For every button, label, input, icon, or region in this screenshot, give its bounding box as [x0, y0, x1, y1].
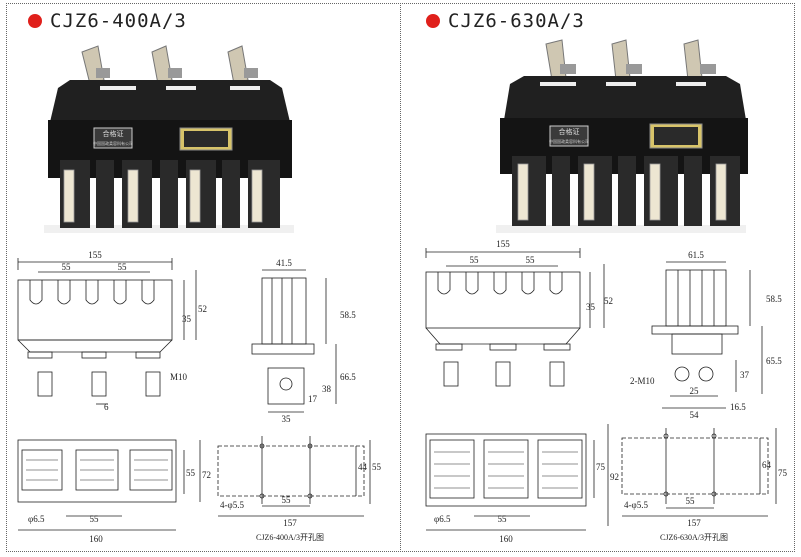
certificate-plate-label: 合格证 [103, 129, 124, 138]
dim-side-h: 58.5 [766, 294, 782, 304]
dim-mount-h2: 55 [372, 462, 382, 472]
dim-bottom-hole: φ6.5 [28, 514, 45, 524]
dim-side-b: 66.5 [340, 372, 356, 382]
dim-mount-h2: 75 [778, 468, 788, 478]
product-drawing-400a: 合格证 中国国政柔容科有公司 [17, 45, 382, 544]
dim-side-b: 65.5 [766, 356, 782, 366]
dim-mount-55: 55 [686, 496, 696, 506]
dim-m10: 2-M10 [630, 376, 655, 386]
dim-52: 52 [198, 304, 207, 314]
dim-pitch-b: 55 [526, 255, 536, 265]
dim-mount-h1: 64 [762, 460, 772, 470]
front-elevation-dims: 155 55 55 35 52 M10 6 [62, 250, 208, 412]
drawing-caption: CJZ6-630A/3开孔图 [660, 533, 728, 542]
dim-mount-holes: 4-φ5.5 [624, 500, 648, 510]
drawing-caption: CJZ6-400A/3开孔图 [256, 533, 324, 542]
side-view-dims: 61.5 58.5 65.5 2-M10 37 25 54 16.5 [630, 250, 782, 420]
side-view-drawing [651, 261, 763, 409]
bottom-view-dims: φ6.5 55 160 55 72 [28, 468, 211, 544]
bottom-view-drawing [425, 424, 609, 531]
dim-side-base: 35 [282, 414, 292, 424]
dim-overall-width: 155 [496, 239, 510, 249]
side-view-drawing [251, 269, 337, 413]
bottom-view-drawing [17, 439, 201, 531]
product-photo: 合格证 中国国政柔容科有公司 [496, 39, 748, 233]
dim-35: 35 [182, 314, 192, 324]
dim-bottom-55: 55 [90, 514, 100, 524]
product-panel-400a: CJZ6-400A/3 合格证 [0, 0, 400, 557]
dim-54: 54 [690, 410, 700, 420]
bottom-view-dims: φ6.5 55 160 75 92 [434, 462, 619, 544]
dim-pitch-a: 55 [470, 255, 480, 265]
side-view-dims: 41.5 58.5 66.5 38 17 35 [276, 258, 356, 424]
dim-38: 38 [322, 384, 332, 394]
certificate-plate-label: 合格证 [559, 127, 580, 136]
dim-mount-157: 157 [283, 518, 297, 528]
dim-side-top: 41.5 [276, 258, 292, 268]
mounting-view-drawing [621, 428, 777, 517]
product-title-text: CJZ6-630A/3 [448, 10, 585, 32]
certificate-plate-sub: 中国国政柔容科有公司 [549, 138, 589, 144]
dim-52: 52 [604, 296, 613, 306]
dim-bottom-h1: 75 [596, 462, 606, 472]
dim-16: 16.5 [730, 402, 746, 412]
product-title-text: CJZ6-400A/3 [50, 10, 187, 32]
front-elevation-drawing [425, 248, 605, 387]
product-title: CJZ6-630A/3 [426, 10, 585, 32]
dim-bottom-h2: 72 [202, 470, 211, 480]
mounting-view-dims: 4-φ5.5 55 157 64 75 CJZ6-630A/3开孔图 [624, 460, 788, 542]
red-bullet-icon [28, 14, 42, 28]
product-panel-630a: CJZ6-630A/3 合格证 中国国政柔容科有公司 [400, 0, 800, 557]
dim-bottom-h1: 55 [186, 468, 196, 478]
dim-mount-157: 157 [687, 518, 701, 528]
front-elevation-drawing [17, 258, 197, 405]
product-photo: 合格证 中国国政柔容科有公司 [44, 45, 294, 233]
dim-side-top: 61.5 [688, 250, 704, 260]
mounting-view-dims: 4-φ5.5 55 157 44 55 CJZ6-400A/3开孔图 [220, 462, 382, 542]
dim-overall-width: 155 [88, 250, 102, 260]
dim-bottom-hole: φ6.5 [434, 514, 451, 524]
dim-side-h: 58.5 [340, 310, 356, 320]
dim-mount-holes: 4-φ5.5 [220, 500, 244, 510]
product-title: CJZ6-400A/3 [28, 10, 187, 32]
dim-mount-h1: 44 [358, 462, 368, 472]
product-drawing-630a: 合格证 中国国政柔容科有公司 [425, 39, 788, 544]
certificate-plate-sub: 中国国政柔容科有公司 [93, 140, 133, 146]
dim-m10: M10 [170, 372, 188, 382]
mounting-view-drawing [217, 436, 371, 517]
dim-35: 35 [586, 302, 596, 312]
dim-bottom-width: 160 [89, 534, 103, 544]
red-bullet-icon [426, 14, 440, 28]
dim-17: 17 [308, 394, 318, 404]
dim-mount-55: 55 [282, 495, 292, 505]
panel-divider [400, 3, 401, 552]
dim-25: 25 [690, 386, 700, 396]
front-elevation-dims: 155 55 55 35 52 [470, 239, 614, 312]
dim-6: 6 [104, 402, 109, 412]
dim-37: 37 [740, 370, 750, 380]
dim-pitch-b: 55 [118, 262, 128, 272]
dim-bottom-h2: 92 [610, 472, 619, 482]
dim-bottom-55: 55 [498, 514, 508, 524]
dim-pitch-a: 55 [62, 262, 72, 272]
dim-bottom-width: 160 [499, 534, 513, 544]
